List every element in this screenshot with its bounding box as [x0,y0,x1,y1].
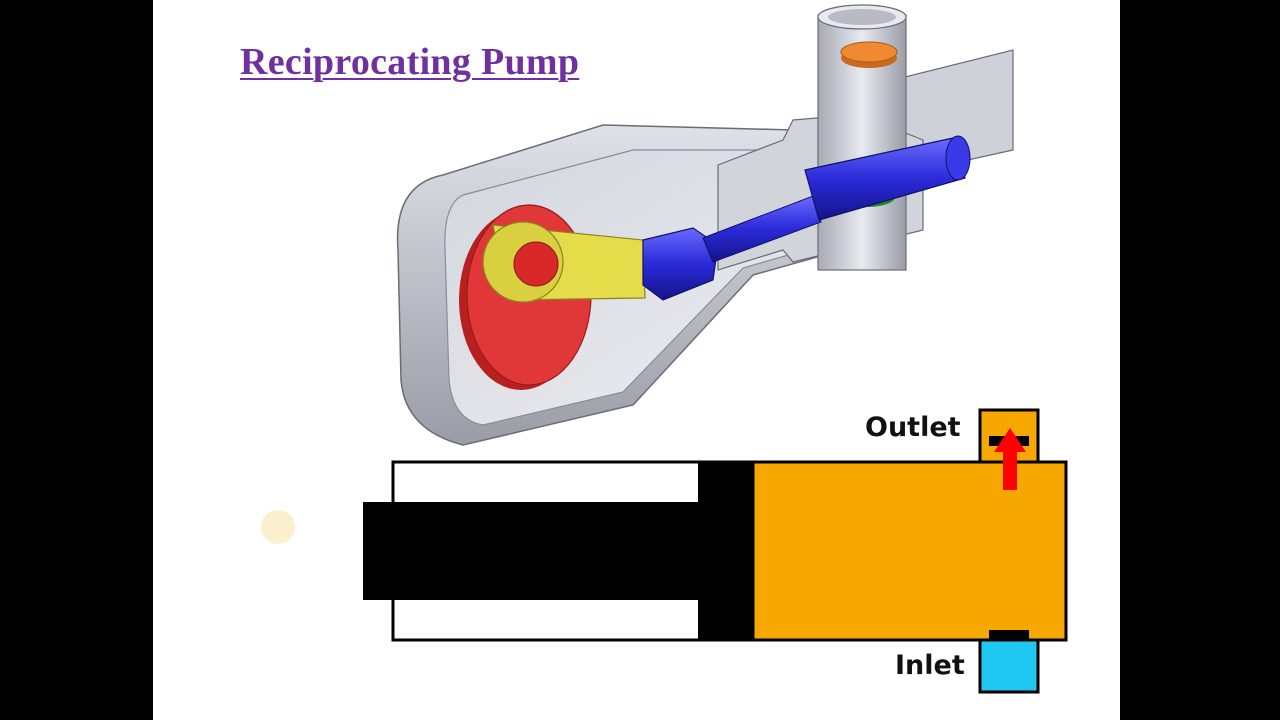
inlet-label: Inlet [895,650,965,681]
flow-arrow-head [994,428,1026,452]
outlet-valve [840,41,898,63]
piston [804,137,966,221]
piston-head [698,462,754,640]
fluid-chamber [751,460,1068,642]
slide: Reciprocating Pump [153,0,1120,720]
piston-face [945,135,971,181]
page-title: Reciprocating Pump [240,41,580,83]
inlet-valve-schematic [989,630,1029,640]
pipe-bore [828,9,896,25]
pump-schematic [363,408,1068,694]
outlet-label: Outlet [865,412,961,443]
crosshead [642,227,719,301]
piston-rod [702,195,822,263]
crank-pin [513,241,559,287]
piston-rod-schematic [363,502,703,600]
pointer-highlight [261,510,295,544]
inlet-port [978,638,1040,694]
pump-cutaway-model [396,4,1014,446]
flow-arrow-shaft [1003,448,1017,490]
